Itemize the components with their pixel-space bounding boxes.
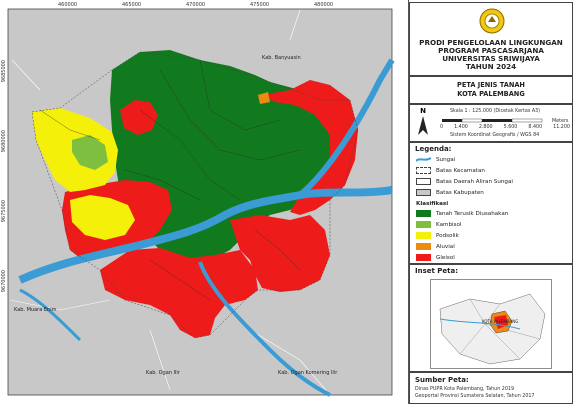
river-network (18, 58, 395, 397)
coord-top-2: 465000 (122, 2, 142, 8)
legend-label-batas-das: Batas Daerah Aliran Sungai (436, 178, 513, 185)
legend-class-podsolik: Podsolik (416, 231, 459, 240)
coord-top-3: 470000 (186, 2, 206, 8)
legend-class-title: Klasifikasi (416, 200, 449, 207)
header-box: PRODI PENGELOLAAN LINGKUNGAN PROGRAM PAS… (409, 2, 573, 76)
region-gleisol-south (100, 248, 258, 338)
header-line4: TAHUN 2024 (465, 62, 517, 71)
label-muara-enim: Kab. Muara Enim (14, 307, 57, 313)
legend-class-gleisol: Gleisol (416, 253, 455, 262)
scale-tick-1: 1.400 (454, 125, 468, 130)
map-title-box: PETA JENIS TANAH KOTA PALEMBANG (409, 76, 573, 104)
legend-label-aluvial: Aluvial (436, 243, 455, 250)
scale-tick-4: 8.400 (528, 125, 543, 130)
kecamatan-symbol-icon (416, 167, 431, 174)
legend-label-sungai: Sungai (436, 156, 456, 163)
label-ogan-komering: Kab. Ogan Komering Ilir (278, 370, 338, 376)
region-gleisol-north (120, 100, 158, 135)
region-aluvial (258, 92, 270, 104)
legend-item-sungai: Sungai (416, 155, 455, 164)
legend-panel: PRODI PENGELOLAAN LINGKUNGAN PROGRAM PAS… (408, 0, 574, 404)
coord-left-1: 9685000 (1, 60, 7, 83)
coord-left-4: 9670000 (1, 270, 7, 293)
label-banyuasin: Kab. Banyuasin (262, 55, 301, 61)
scale-system: Sistem Koordinat Geografis / WGS 84 (450, 133, 540, 138)
scale-tick-5: 11.200 (553, 125, 570, 130)
scale-text: Skala 1 : 125.000 (Dicetak Kertas A3) (450, 109, 541, 114)
swatch-gleisol (416, 254, 431, 261)
inset-title: Inset Peta: (415, 267, 459, 275)
region-podsolik-mid (70, 195, 135, 240)
scale-ticks: 0 1.400 2.800 5.600 8.400 11.200 (440, 125, 570, 130)
das-symbol-icon (416, 178, 431, 185)
kecamatan-boundaries (39, 59, 301, 301)
legend-class-tanah-terusik: Tanah Terusik Diusahakan (416, 209, 508, 218)
legend-label-podsolik: Podsolik (436, 232, 459, 239)
scale-box: N Skala 1 : 125.000 (Dicetak Kertas A3) … (409, 104, 573, 142)
region-kambisol (72, 135, 108, 170)
north-arrow: N (414, 107, 432, 139)
source-line2: Geoportal Provinsi Sumatera Selatan, Tah… (415, 394, 535, 399)
legend-item-batas-kecamatan: Batas Kecamatan (416, 166, 485, 175)
map-frame: 460000 465000 470000 475000 480000 96850… (1, 2, 395, 397)
coord-top-5: 480000 (314, 2, 334, 8)
inset-box: Inset Peta: KOTA PALEMBANG (409, 264, 573, 372)
legend-title: Legenda: (415, 145, 452, 153)
legend-box: Legenda: Sungai Batas Kecamatan Batas Da… (409, 142, 573, 264)
legend-item-batas-das: Batas Daerah Aliran Sungai (416, 177, 513, 186)
source-line1: Dinas PUPR Kota Palembang, Tahun 2019 (415, 387, 514, 392)
header-line1: PRODI PENGELOLAAN LINGKUNGAN (419, 38, 563, 47)
kabupaten-boundaries (9, 9, 331, 396)
kabupaten-symbol-icon (416, 189, 431, 196)
swatch-podsolik (416, 232, 431, 239)
legend-class-kambisol: Kambisol (416, 220, 461, 229)
north-label: N (420, 107, 426, 115)
scale-tick-2: 2.800 (478, 125, 493, 130)
coord-left-3: 9675000 (1, 200, 7, 223)
river-symbol-icon (416, 157, 431, 162)
inset-label: KOTA PALEMBANG (482, 319, 519, 324)
swatch-kambisol (416, 221, 431, 228)
scale-bar (442, 118, 543, 123)
label-ogan-ilir: Kab. Ogan Ilir (146, 370, 180, 376)
legend-item-batas-kabupaten: Batas Kabupaten (416, 188, 484, 197)
soil-map (7, 8, 395, 397)
swatch-tanah-terusik (416, 210, 431, 217)
legend-label-batas-kabupaten: Batas Kabupaten (436, 189, 484, 196)
source-title: Sumber Peta: (415, 376, 469, 384)
university-logo (479, 8, 505, 34)
coord-left-2: 9680000 (1, 130, 7, 153)
legend-label-tanah-terusik: Tanah Terusik Diusahakan (436, 210, 509, 217)
legend-label-batas-kecamatan: Batas Kecamatan (436, 167, 485, 174)
source-box: Sumber Peta: Dinas PUPR Kota Palembang, … (409, 372, 573, 404)
legend-label-kambisol: Kambisol (436, 221, 462, 228)
map-title-line2: KOTA PALEMBANG (457, 90, 525, 98)
legend-class-aluvial: Aluvial (416, 242, 455, 251)
scale-tick-3: 5.600 (503, 125, 518, 130)
header-line2: PROGRAM PASCASARJANA (438, 46, 544, 55)
coord-top-4: 475000 (250, 2, 270, 8)
inset-map (430, 279, 552, 369)
swatch-aluvial (416, 243, 431, 250)
watershed-boundary (31, 51, 359, 339)
north-arrow-icon (418, 116, 428, 135)
scale-tick-0: 0 (440, 125, 444, 130)
region-gleisol-east (262, 80, 358, 215)
header-line3: UNIVERSITAS SRIWIJAYA (442, 54, 540, 63)
legend-label-gleisol: Gleisol (436, 254, 455, 261)
map-title-line1: PETA JENIS TANAH (457, 81, 525, 89)
coord-top-1: 460000 (58, 2, 78, 8)
scale-unit: Meters (552, 119, 569, 124)
